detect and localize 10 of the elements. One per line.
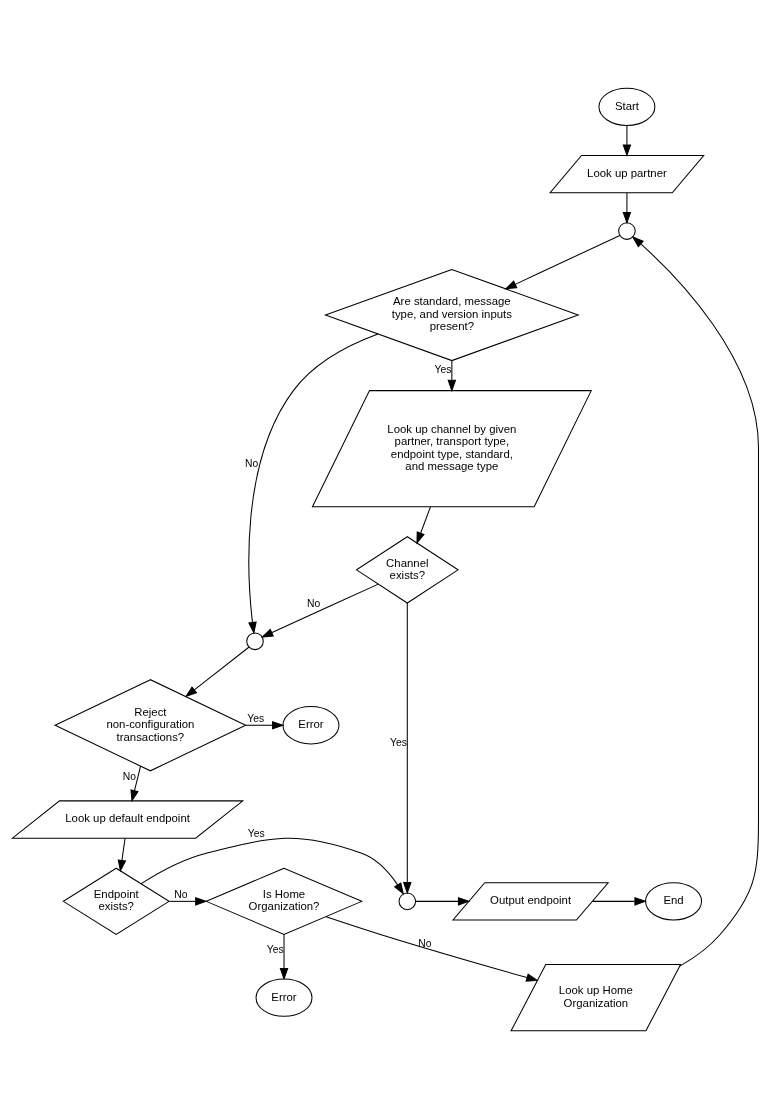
edge-label: Yes xyxy=(434,363,452,375)
edge-label: No xyxy=(306,597,321,609)
edge-label: No xyxy=(122,770,137,782)
edge-label: No xyxy=(418,937,432,949)
edge-label: Yes xyxy=(390,736,407,748)
edge-label: Yes xyxy=(266,943,284,955)
edge-label: Yes xyxy=(247,712,265,724)
edge-label: No xyxy=(174,888,188,900)
edge-label: Yes xyxy=(247,827,265,839)
edge-label: No xyxy=(245,457,259,469)
